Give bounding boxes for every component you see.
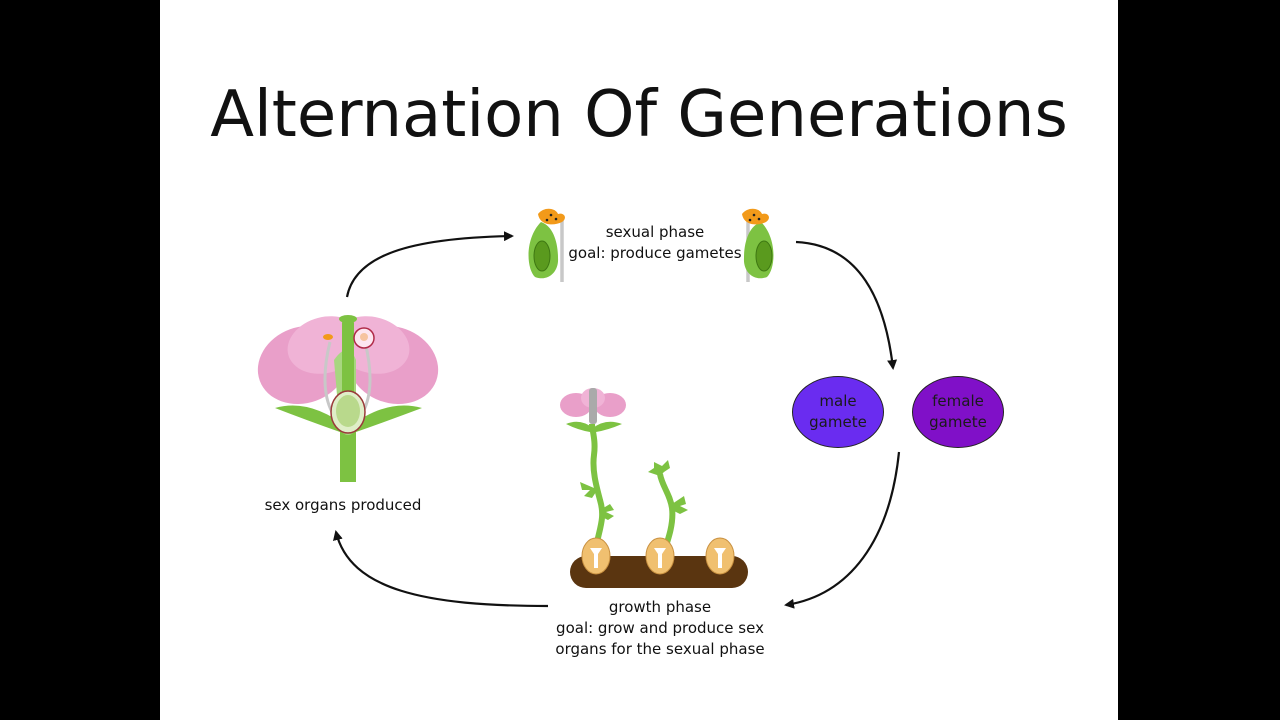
female-gamete-line1: female bbox=[932, 392, 984, 410]
stamen-right-icon bbox=[742, 208, 774, 282]
arrow-flower-to-sexual bbox=[345, 231, 514, 298]
sexual-phase-caption: sexual phase goal: produce gametes bbox=[565, 222, 745, 264]
slide: Alternation Of Generations bbox=[160, 0, 1118, 720]
cycle-diagram bbox=[257, 208, 901, 609]
male-gamete-line1: male bbox=[819, 392, 857, 410]
stamen-left-icon bbox=[528, 208, 565, 282]
sex-organs-caption: sex organs produced bbox=[248, 495, 438, 516]
arrow-growth-to-flower bbox=[333, 530, 549, 608]
male-gamete: male gamete bbox=[792, 376, 884, 448]
growth-phase-title: growth phase bbox=[608, 598, 712, 616]
arrow-gametes-to-growth bbox=[784, 451, 901, 609]
female-gamete-line2: gamete bbox=[929, 413, 987, 431]
female-gamete: female gamete bbox=[912, 376, 1004, 448]
growth-phase-caption: growth phase goal: grow and produce sex … bbox=[544, 597, 776, 660]
arrow-sexual-to-gametes bbox=[795, 240, 898, 370]
growth-phase-goal-line1: goal: grow and produce sex bbox=[556, 619, 764, 637]
sex-organs-label: sex organs produced bbox=[264, 496, 422, 514]
male-gamete-line2: gamete bbox=[809, 413, 867, 431]
slide-title: Alternation Of Generations bbox=[210, 78, 1068, 152]
growing-plants-icon bbox=[560, 388, 748, 588]
sexual-phase-title: sexual phase bbox=[605, 223, 705, 241]
growth-phase-goal-line2: organs for the sexual phase bbox=[555, 640, 765, 658]
flower-icon bbox=[257, 315, 439, 482]
sexual-phase-goal: goal: produce gametes bbox=[568, 244, 742, 262]
